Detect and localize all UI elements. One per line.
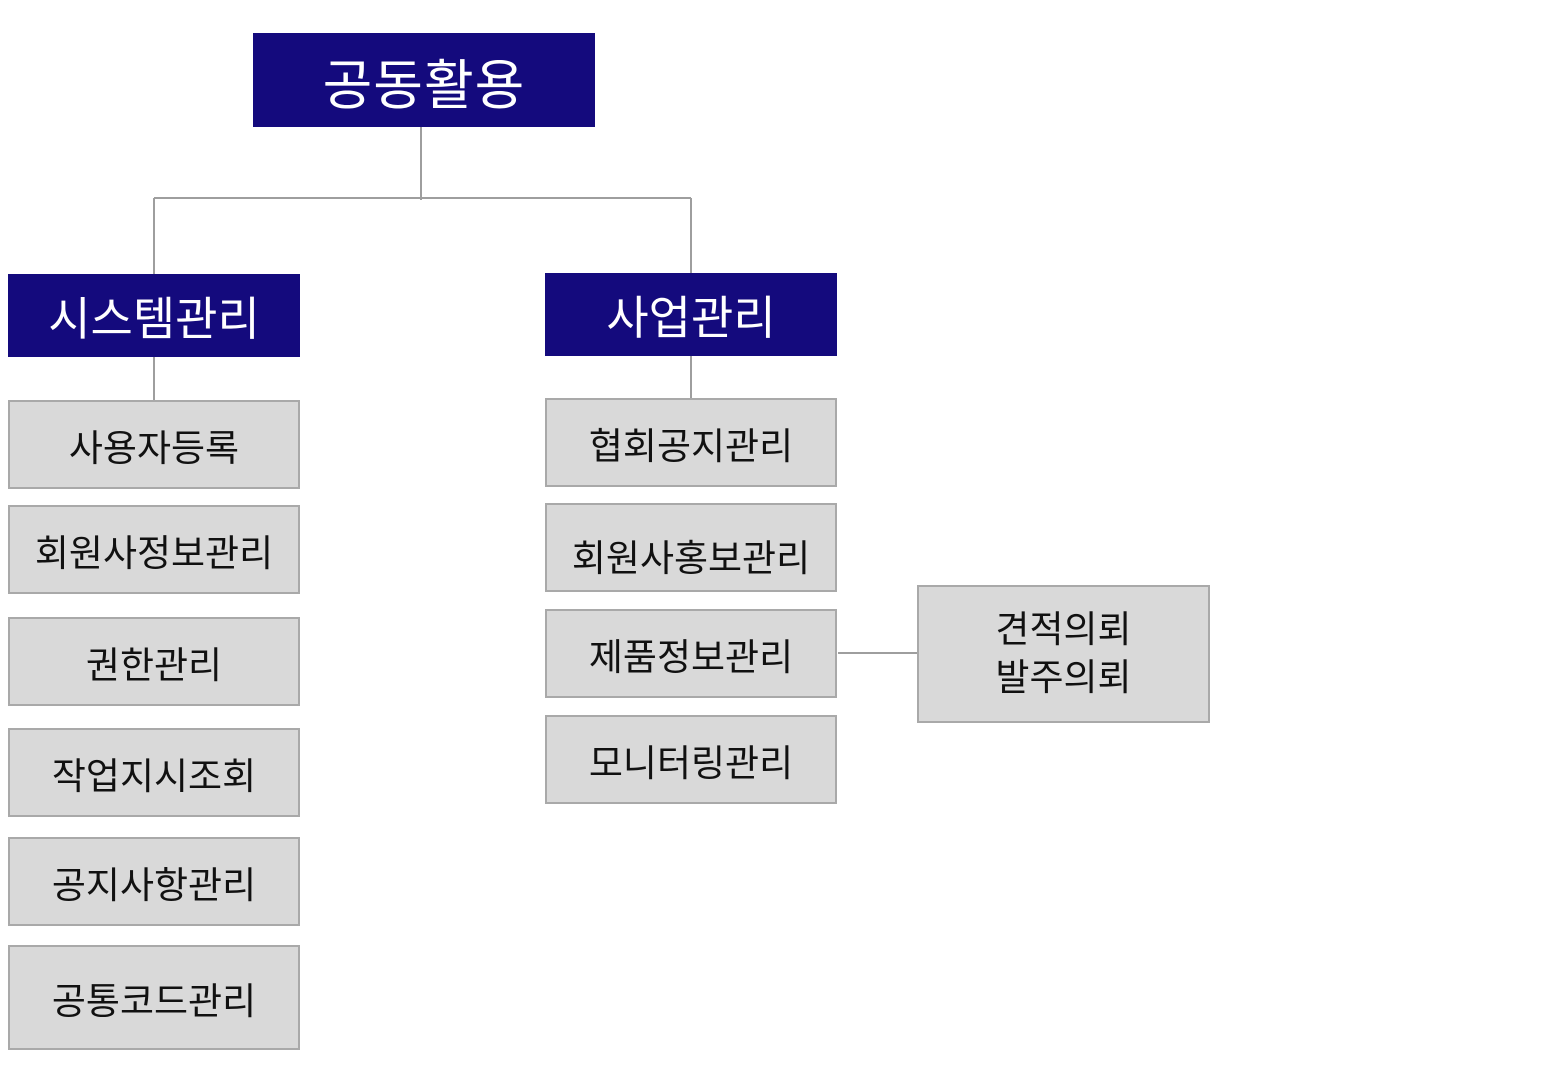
node-permission-management: 권한관리 (8, 617, 300, 706)
node-label: 협회공지관리 (588, 424, 794, 468)
group-label: 시스템관리 (48, 291, 260, 346)
group-system-management: 시스템관리 (8, 274, 300, 357)
node-member-promotion-management: 회원사홍보관리 (545, 503, 837, 592)
node-label: 공통코드관리 (51, 979, 257, 1023)
group-label: 사업관리 (606, 290, 776, 345)
root-node: 공동활용 (253, 33, 595, 127)
node-label: 작업지시조회 (51, 754, 257, 798)
node-label: 사용자등록 (68, 426, 240, 470)
node-label-line-2: 발주의뢰 (995, 656, 1132, 699)
node-label-line-1: 견적의뢰 (995, 607, 1132, 651)
node-member-info-management: 회원사정보관리 (8, 505, 300, 594)
node-label: 공지사항관리 (51, 863, 257, 907)
node-quote-order-request: 견적의뢰 발주의뢰 (917, 585, 1210, 723)
node-work-order-lookup: 작업지시조회 (8, 728, 300, 817)
node-notice-management: 공지사항관리 (8, 837, 300, 926)
node-association-notice-management: 협회공지관리 (545, 398, 837, 487)
node-common-code-management: 공통코드관리 (8, 945, 300, 1050)
node-label: 모니터링관리 (588, 741, 794, 785)
node-label: 제품정보관리 (588, 635, 794, 679)
node-label: 권한관리 (85, 643, 223, 687)
node-monitoring-management: 모니터링관리 (545, 715, 837, 804)
root-label: 공동활용 (322, 53, 526, 117)
node-user-registration: 사용자등록 (8, 400, 300, 489)
node-product-info-management: 제품정보관리 (545, 609, 837, 698)
group-business-management: 사업관리 (545, 273, 837, 356)
node-label: 회원사홍보관리 (571, 536, 811, 580)
node-label: 회원사정보관리 (34, 531, 274, 575)
